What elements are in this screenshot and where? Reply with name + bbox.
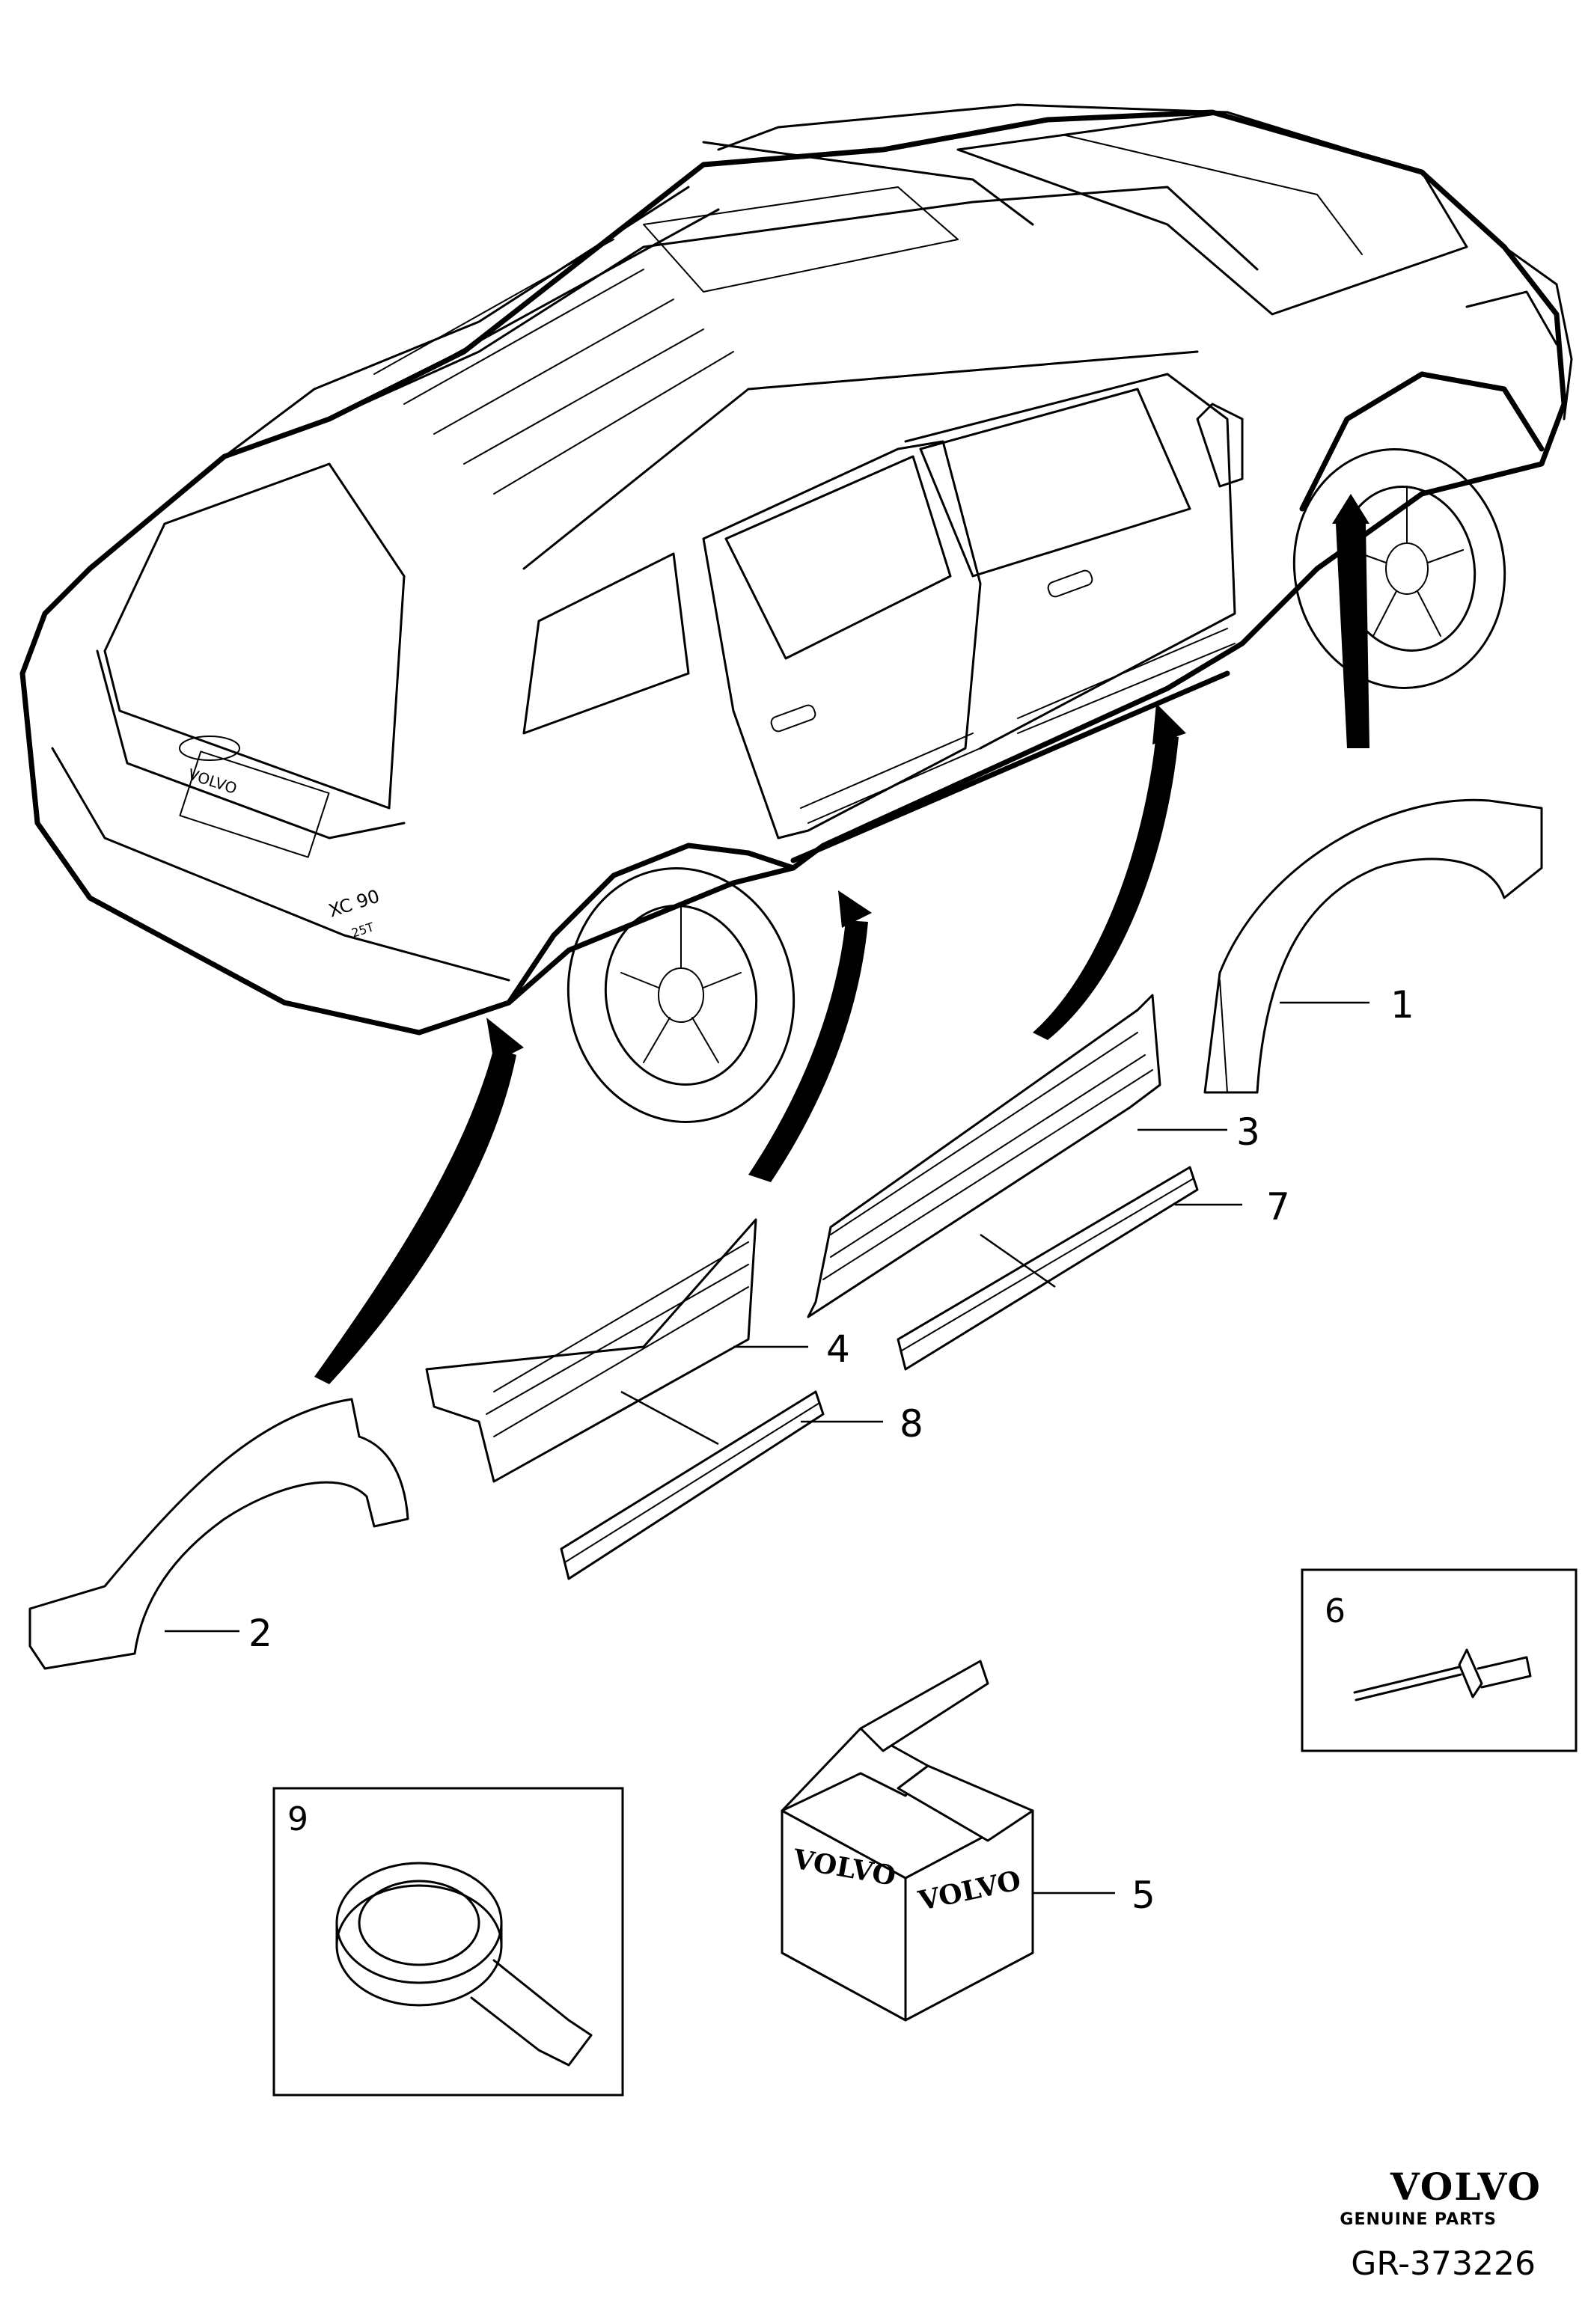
model-badge: XC 90 <box>326 885 382 921</box>
part-2-rear-wheel-arch <box>28 1398 409 1670</box>
callout-5: 5 <box>1132 1874 1155 1917</box>
brand-tagline: GENUINE PARTS <box>1340 2210 1497 2229</box>
part-8-rear-sill-strip <box>560 1390 825 1580</box>
callout-4: 4 <box>826 1327 850 1371</box>
arrow-part-4 <box>748 890 872 1182</box>
brand-logo-text: VOLVO <box>1390 2165 1542 2209</box>
callout-1: 1 <box>1390 983 1414 1027</box>
assembly-arrows <box>314 494 1369 1384</box>
part-7-front-sill-strip <box>897 1166 1199 1371</box>
callout-3: 3 <box>1236 1110 1260 1154</box>
rear-emblem-text: VOLVO <box>186 765 239 798</box>
callout-7: 7 <box>1266 1185 1290 1229</box>
callout-2: 2 <box>248 1612 272 1655</box>
part-3-front-door-molding <box>807 994 1161 1318</box>
part-5-kit-box: VOLVO VOLVO <box>781 1660 1034 2022</box>
brand-block: VOLVO GENUINE PARTS GR-373226 <box>1340 2165 1542 2283</box>
callout-8: 8 <box>900 1402 923 1446</box>
arrow-part-1 <box>1332 494 1369 748</box>
part-4-rear-door-molding <box>425 1218 757 1483</box>
diagram-reference: GR-373226 <box>1351 2245 1536 2283</box>
engine-badge: 25T <box>349 920 376 940</box>
part-9-tape-box <box>272 1787 624 2097</box>
part-6-rivet-box <box>1301 1568 1578 1752</box>
callout-leaders <box>165 1001 1369 1895</box>
arrow-part-2 <box>314 1018 524 1384</box>
arrow-part-3 <box>1033 703 1186 1040</box>
car-illustration: VOLVO XC 90 25T <box>19 103 1573 1123</box>
callout-6: 6 <box>1325 1592 1346 1630</box>
callout-9: 9 <box>287 1800 308 1838</box>
part-1-front-wheel-arch <box>1203 798 1543 1094</box>
